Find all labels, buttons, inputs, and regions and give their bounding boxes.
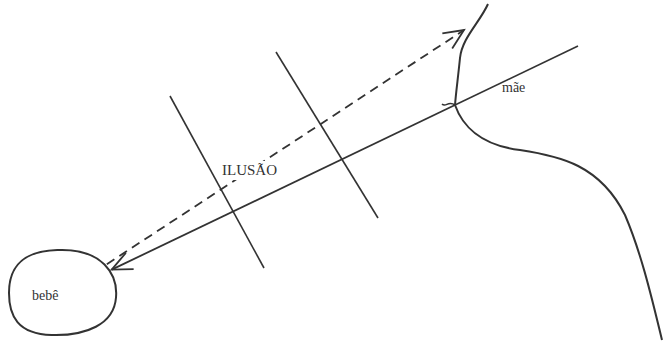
connector-arrow xyxy=(107,30,464,264)
connector-arrow xyxy=(112,105,455,270)
mother-outline xyxy=(455,4,662,340)
baby-circle-outline xyxy=(6,248,120,338)
node-label: bebê xyxy=(32,288,58,304)
boundary-line xyxy=(170,96,264,268)
arrow-head xyxy=(112,253,134,270)
mother-line xyxy=(455,46,578,105)
connector-line xyxy=(112,105,455,270)
connector-line xyxy=(107,30,464,264)
region-label: ILUSÃO xyxy=(219,161,280,180)
baby-outline xyxy=(9,250,116,335)
boundary-line xyxy=(276,52,378,218)
node-label: mãe xyxy=(502,80,525,96)
mother-shape-outline xyxy=(440,0,666,343)
baby-circle: bebê xyxy=(6,248,120,338)
arrow-head xyxy=(442,30,464,48)
mother-shape: mãe xyxy=(440,0,666,343)
nipple-mark xyxy=(442,103,455,105)
